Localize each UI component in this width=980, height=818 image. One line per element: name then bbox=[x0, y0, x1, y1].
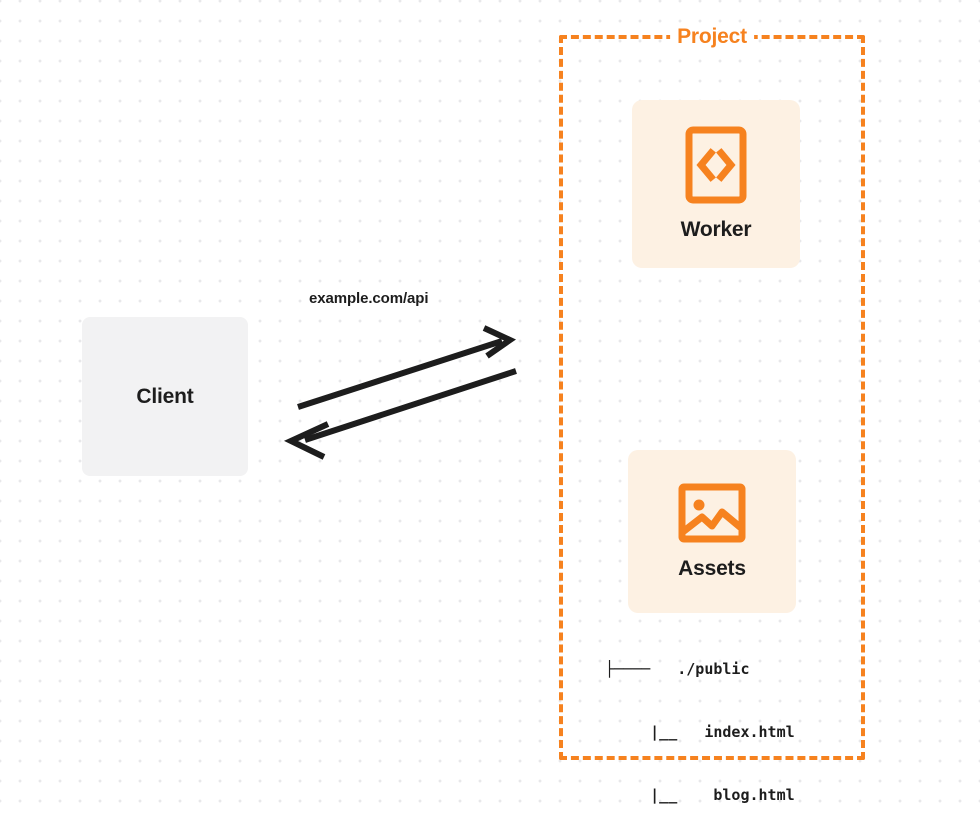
file-tree-line: |__ blog.html bbox=[605, 786, 795, 804]
client-node[interactable]: Client bbox=[82, 317, 248, 476]
file-tree-line: |__ index.html bbox=[605, 723, 795, 741]
request-arrow-right bbox=[297, 325, 517, 410]
code-brackets-icon bbox=[685, 126, 747, 204]
response-arrow-left bbox=[283, 368, 517, 460]
assets-card[interactable]: Assets bbox=[628, 450, 796, 613]
project-container: Project bbox=[559, 25, 865, 760]
client-label: Client bbox=[136, 384, 194, 408]
assets-file-tree: ├──── ./public |__ index.html |__ blog.h… bbox=[605, 617, 795, 818]
assets-label: Assets bbox=[678, 556, 746, 580]
image-picture-icon bbox=[678, 483, 746, 542]
connection-label: example.com/api bbox=[309, 290, 429, 307]
worker-card[interactable]: Worker bbox=[632, 100, 800, 268]
worker-label: Worker bbox=[680, 218, 752, 241]
project-title: Project bbox=[670, 25, 754, 49]
file-tree-line: ├──── ./public bbox=[605, 660, 750, 678]
